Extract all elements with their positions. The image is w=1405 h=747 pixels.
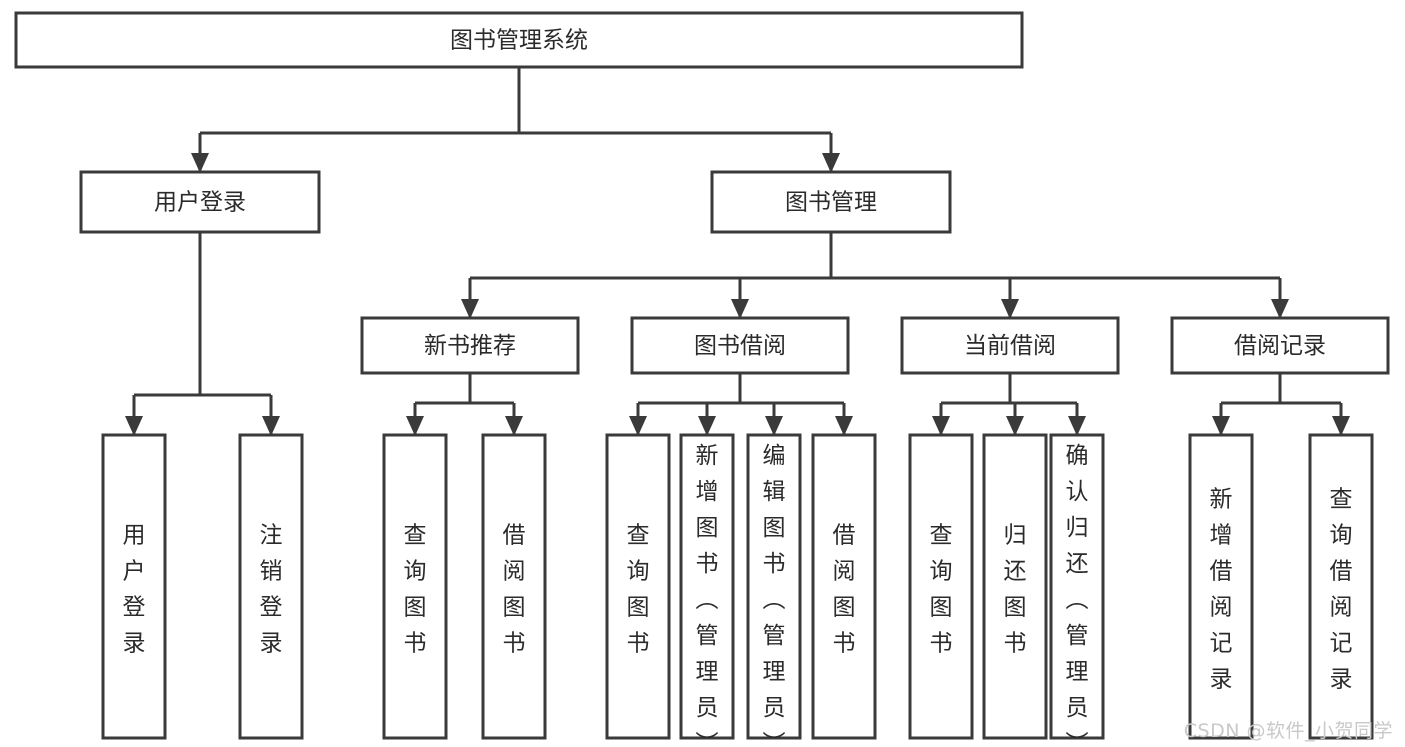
node-label-leaf-borrow-book-1: 借阅图书 <box>503 523 526 657</box>
node-box-borrow-record <box>1170 316 1390 375</box>
connector-layer <box>125 67 1350 436</box>
node-box-current-borrow <box>900 316 1120 375</box>
arrow-head-icon <box>461 299 479 319</box>
node-label-leaf-logout-login: 注销登录 <box>260 523 283 657</box>
node-label-leaf-query-borrow-record: 查询借阅记录 <box>1330 487 1353 693</box>
node-box-leaf-query-book-1 <box>382 433 448 740</box>
node-label-user-login: 用户登录 <box>154 190 246 216</box>
arrow-head-icon <box>698 416 716 436</box>
node-label-leaf-query-book-3: 查询图书 <box>930 523 953 657</box>
node-box-leaf-query-book-2 <box>605 433 671 740</box>
node-leaf-add-book-admin[interactable]: 新增图书︵管理员︶ <box>679 433 735 747</box>
node-leaf-add-borrow-record[interactable]: 新增借阅记录 <box>1188 433 1254 740</box>
node-label-leaf-return-book: 归还图书 <box>1004 523 1027 657</box>
node-box-root <box>14 11 1024 69</box>
arrow-head-icon <box>1212 416 1230 436</box>
node-box-leaf-borrow-book-1 <box>481 433 547 740</box>
node-leaf-query-book-2[interactable]: 查询图书 <box>605 433 671 740</box>
node-label-leaf-confirm-return-admin: 确认归还︵管理员︶ <box>1066 443 1089 747</box>
arrow-head-icon <box>1068 416 1086 436</box>
node-box-leaf-return-book <box>982 433 1048 740</box>
node-label-current-borrow: 当前借阅 <box>964 333 1056 359</box>
watermark-label: CSDN @软件_小贺同学 <box>1183 720 1393 742</box>
node-label-leaf-user-login: 用户登录 <box>123 523 146 657</box>
node-box-leaf-logout-login <box>238 433 304 740</box>
node-label-book-borrow: 图书借阅 <box>694 333 786 359</box>
node-box-leaf-confirm-return-admin <box>1049 433 1105 740</box>
node-box-leaf-query-book-3 <box>908 433 974 740</box>
node-label-leaf-add-book-admin: 新增图书︵管理员︶ <box>696 443 719 747</box>
node-box-leaf-query-borrow-record <box>1308 433 1374 740</box>
arrow-head-icon <box>191 153 209 173</box>
node-leaf-user-login[interactable]: 用户登录 <box>101 433 167 740</box>
arrow-head-icon <box>932 416 950 436</box>
node-leaf-query-borrow-record[interactable]: 查询借阅记录 <box>1308 433 1374 740</box>
node-root[interactable]: 图书管理系统 <box>14 11 1024 69</box>
node-label-borrow-record: 借阅记录 <box>1234 333 1326 359</box>
node-new-book-recommend[interactable]: 新书推荐 <box>360 316 580 375</box>
arrow-head-icon <box>765 416 783 436</box>
node-box-leaf-borrow-book-2 <box>811 433 877 740</box>
node-user-login[interactable]: 用户登录 <box>79 170 321 234</box>
arrow-head-icon <box>835 416 853 436</box>
arrow-head-icon <box>1271 299 1289 319</box>
node-box-new-book-recommend <box>360 316 580 375</box>
node-leaf-logout-login[interactable]: 注销登录 <box>238 433 304 740</box>
arrow-head-icon <box>822 153 840 173</box>
node-leaf-borrow-book-2[interactable]: 借阅图书 <box>811 433 877 740</box>
node-label-root: 图书管理系统 <box>450 28 588 54</box>
node-leaf-return-book[interactable]: 归还图书 <box>982 433 1048 740</box>
node-box-leaf-user-login <box>101 433 167 740</box>
arrow-head-icon <box>262 416 280 436</box>
node-label-leaf-add-borrow-record: 新增借阅记录 <box>1210 487 1233 693</box>
node-label-leaf-query-book-2: 查询图书 <box>627 523 650 657</box>
node-leaf-query-book-3[interactable]: 查询图书 <box>908 433 974 740</box>
arrow-head-icon <box>406 416 424 436</box>
arrow-head-icon <box>505 416 523 436</box>
node-current-borrow[interactable]: 当前借阅 <box>900 316 1120 375</box>
arrow-head-icon <box>125 416 143 436</box>
node-label-book-manage: 图书管理 <box>785 190 877 216</box>
node-leaf-edit-book-admin[interactable]: 编辑图书︵管理员︶ <box>746 433 802 747</box>
node-label-leaf-edit-book-admin: 编辑图书︵管理员︶ <box>763 443 786 747</box>
node-leaf-confirm-return-admin[interactable]: 确认归还︵管理员︶ <box>1049 433 1105 747</box>
node-box-user-login <box>79 170 321 234</box>
node-leaf-query-book-1[interactable]: 查询图书 <box>382 433 448 740</box>
arrow-head-icon <box>1006 416 1024 436</box>
arrow-head-icon <box>1001 299 1019 319</box>
node-box-leaf-edit-book-admin <box>746 433 802 740</box>
node-box-leaf-add-book-admin <box>679 433 735 740</box>
node-borrow-record[interactable]: 借阅记录 <box>1170 316 1390 375</box>
arrow-head-icon <box>629 416 647 436</box>
arrow-head-icon <box>1332 416 1350 436</box>
node-label-leaf-query-book-1: 查询图书 <box>404 523 427 657</box>
node-label-leaf-borrow-book-2: 借阅图书 <box>833 523 856 657</box>
node-box-leaf-add-borrow-record <box>1188 433 1254 740</box>
node-box-book-manage <box>710 170 952 234</box>
node-layer: 图书管理系统用户登录图书管理新书推荐图书借阅当前借阅借阅记录用户登录注销登录查询… <box>14 11 1390 747</box>
node-book-manage[interactable]: 图书管理 <box>710 170 952 234</box>
node-leaf-borrow-book-1[interactable]: 借阅图书 <box>481 433 547 740</box>
node-box-book-borrow <box>630 316 850 375</box>
arrow-head-icon <box>731 299 749 319</box>
node-book-borrow[interactable]: 图书借阅 <box>630 316 850 375</box>
node-label-new-book-recommend: 新书推荐 <box>424 333 516 359</box>
